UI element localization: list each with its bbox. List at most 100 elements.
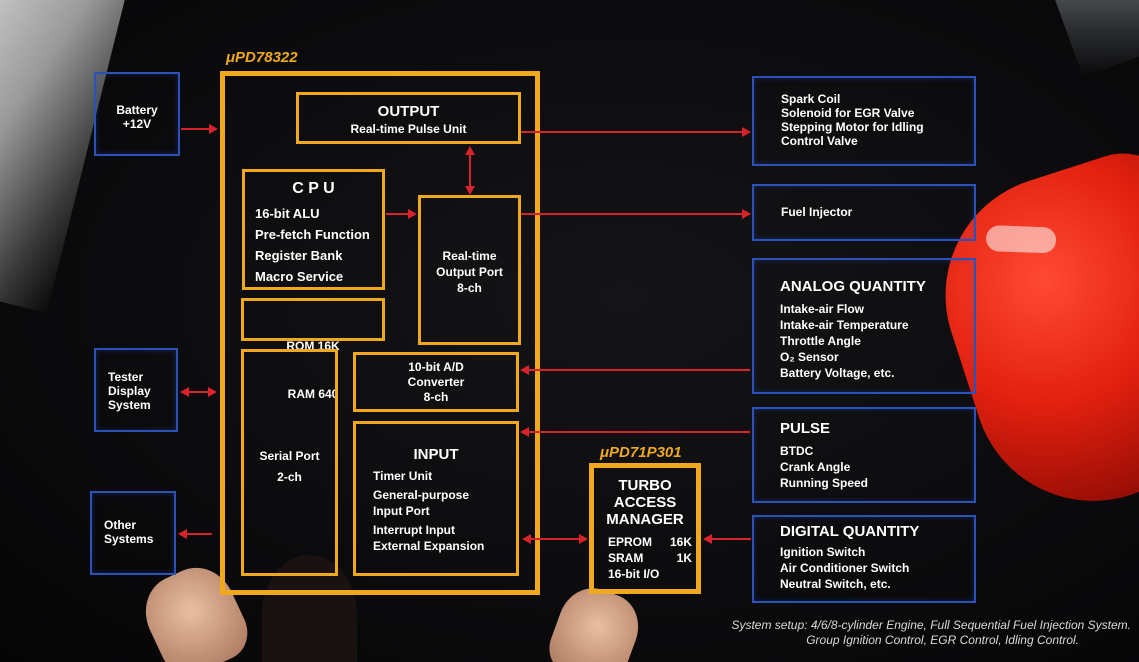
battery-box: Battery +12V	[94, 72, 180, 156]
serial-port-block: Serial Port 2-ch	[241, 349, 338, 576]
system-setup-caption: System setup: 4/6/8-cylinder Engine, Ful…	[731, 618, 1131, 648]
analog-item: Intake-air Temperature	[780, 318, 909, 332]
analog-item: Battery Voltage, etc.	[780, 366, 895, 380]
arrowhead	[209, 124, 218, 134]
tam-title-line: TURBO	[618, 477, 672, 494]
digital-box: DIGITAL QUANTITY Ignition Switch Air Con…	[752, 515, 976, 603]
arrow-output-to-actuators	[521, 131, 743, 133]
rtop-line: 8-ch	[457, 281, 482, 295]
analog-items: Intake-air Flow Intake-air Temperature T…	[780, 301, 909, 381]
main-chip-outline	[220, 71, 540, 595]
analog-item: Throttle Angle	[780, 334, 861, 348]
tam-title: TURBO ACCESS MANAGER	[594, 477, 696, 528]
cpu-items: 16-bit ALU Pre-fetch Function Register B…	[255, 203, 370, 287]
fuel-injector-text: Fuel Injector	[781, 205, 853, 219]
rtop-text: Real-time Output Port 8-ch	[421, 248, 518, 296]
other-line: Systems	[104, 532, 154, 546]
pulse-title: PULSE	[780, 420, 831, 437]
output-block: OUTPUT Real-time Pulse Unit	[296, 92, 521, 144]
pulse-item: BTDC	[780, 444, 814, 458]
cpu-block: C P U 16-bit ALU Pre-fetch Function Regi…	[242, 169, 385, 290]
adc-line: 10-bit A/D	[408, 360, 464, 374]
outputs-line: Stepping Motor for Idling	[781, 120, 924, 134]
outputs-line: Spark Coil	[781, 92, 841, 106]
ram-label: RAM 640	[287, 387, 339, 401]
tester-line: System	[108, 398, 151, 412]
tam-title-line: MANAGER	[606, 511, 684, 528]
arrow-rtop-to-fuel	[521, 213, 743, 215]
arrowhead	[520, 427, 529, 437]
tester-line: Display	[108, 384, 151, 398]
arrowhead	[178, 529, 187, 539]
output-title: OUTPUT	[377, 103, 440, 120]
pulse-item: Running Speed	[780, 476, 868, 490]
analog-title: ANALOG QUANTITY	[780, 278, 926, 295]
adc-text: 10-bit A/D Converter 8-ch	[356, 360, 516, 405]
battery-line: Battery	[116, 103, 158, 117]
analog-item: Intake-air Flow	[780, 302, 865, 316]
cpu-title: C P U	[292, 180, 335, 197]
rtop-block: Real-time Output Port 8-ch	[418, 195, 521, 345]
arrowhead	[579, 534, 588, 544]
pulse-items: BTDC Crank Angle Running Speed	[780, 443, 868, 491]
arrow-tam-input	[530, 538, 580, 540]
cpu-item: 16-bit ALU	[255, 206, 320, 221]
memory-block: ROM 16K RAM 640	[241, 298, 385, 401]
tam-row-value: 16K	[669, 535, 692, 549]
tam-row-name: 16-bit I/O	[608, 567, 660, 581]
arrowhead	[703, 534, 712, 544]
digital-item: Neutral Switch, etc.	[780, 577, 891, 591]
input-items: Timer Unit General-purpose Input Port In…	[373, 468, 484, 554]
analog-box: ANALOG QUANTITY Intake-air Flow Intake-a…	[752, 258, 976, 394]
battery-line: +12V	[122, 117, 152, 131]
main-chip-label: μPD78322	[226, 49, 298, 66]
tester-text: Tester Display System	[108, 370, 151, 412]
other-line: Other	[104, 518, 137, 532]
digital-items: Ignition Switch Air Conditioner Switch N…	[780, 544, 909, 592]
rtop-line: Real-time	[442, 249, 497, 263]
arrow-tester-chip	[188, 391, 210, 393]
arrow-output-rtop	[469, 152, 471, 188]
arrow-digital-to-tam	[711, 538, 751, 540]
input-item: External Expansion	[373, 539, 485, 553]
tam-row-value: 1K	[676, 551, 692, 565]
fuel-injector-box: Fuel Injector	[752, 184, 976, 241]
tam-chip-label: μPD71P301	[600, 444, 682, 461]
input-item: Interrupt Input	[373, 523, 455, 537]
outputs-box: Spark Coil Solenoid for EGR Valve Steppi…	[752, 76, 976, 166]
cpu-item: Pre-fetch Function	[255, 227, 370, 242]
tam-chip-block: TURBO ACCESS MANAGER EPROM 16K SRAM 1K 16-…	[589, 463, 701, 594]
adc-block: 10-bit A/D Converter 8-ch	[353, 352, 519, 412]
arrowhead	[522, 534, 531, 544]
tam-title-line: ACCESS	[613, 494, 677, 511]
serial-line: 2-ch	[277, 470, 302, 484]
person-head-silhouette	[262, 555, 357, 662]
arrow-battery-to-chip	[181, 128, 211, 130]
outputs-text: Spark Coil Solenoid for EGR Valve Steppi…	[781, 92, 924, 148]
pulse-box: PULSE BTDC Crank Angle Running Speed	[752, 407, 976, 503]
arrowhead	[742, 127, 751, 137]
outputs-line: Solenoid for EGR Valve	[781, 106, 915, 120]
arrowhead	[408, 209, 417, 219]
tester-line: Tester	[108, 370, 144, 384]
digital-title: DIGITAL QUANTITY	[780, 523, 920, 540]
tam-row-name: EPROM	[608, 535, 653, 549]
tam-rows: EPROM 16K SRAM 1K 16-bit I/O	[608, 534, 692, 582]
arrow-pulse-to-input	[528, 431, 750, 433]
input-block: INPUT Timer Unit General-purpose Input P…	[353, 421, 519, 576]
serial-line: Serial Port	[259, 449, 320, 463]
cpu-item: Macro Service	[255, 269, 344, 284]
input-title: INPUT	[413, 446, 459, 463]
tam-row: 16-bit I/O	[608, 566, 692, 582]
arrowhead	[465, 146, 475, 155]
tam-row-name: SRAM	[608, 551, 644, 565]
arrowhead	[742, 209, 751, 219]
arrowhead	[180, 387, 189, 397]
arrowhead	[520, 365, 529, 375]
rtop-line: Output Port	[436, 265, 503, 279]
input-item: Input Port	[373, 504, 430, 518]
arrow-chip-to-other	[186, 533, 212, 535]
gray-panel-corner	[0, 0, 129, 314]
arrowhead	[465, 186, 475, 195]
